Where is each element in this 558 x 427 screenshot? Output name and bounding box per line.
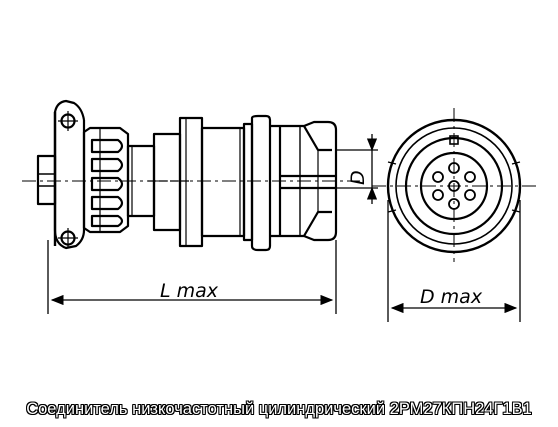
connector-end-view [372,108,536,262]
flange-plate [53,99,86,250]
main-body [148,116,246,248]
diameter-label: D max [420,286,483,308]
contact-pins [432,162,476,210]
length-label: L max [160,280,219,302]
length-dimension [47,240,337,314]
rear-stub [36,154,57,206]
caption: Соединитель низкочастотный цилиндрически… [26,399,532,418]
clamp-ring [242,114,272,252]
diameter-dimension [387,200,521,322]
connector-side-view [22,99,360,252]
ribbed-coupling [82,126,130,234]
inner-diameter-label: D [347,170,369,185]
inner-diameter-dimension [336,134,378,204]
